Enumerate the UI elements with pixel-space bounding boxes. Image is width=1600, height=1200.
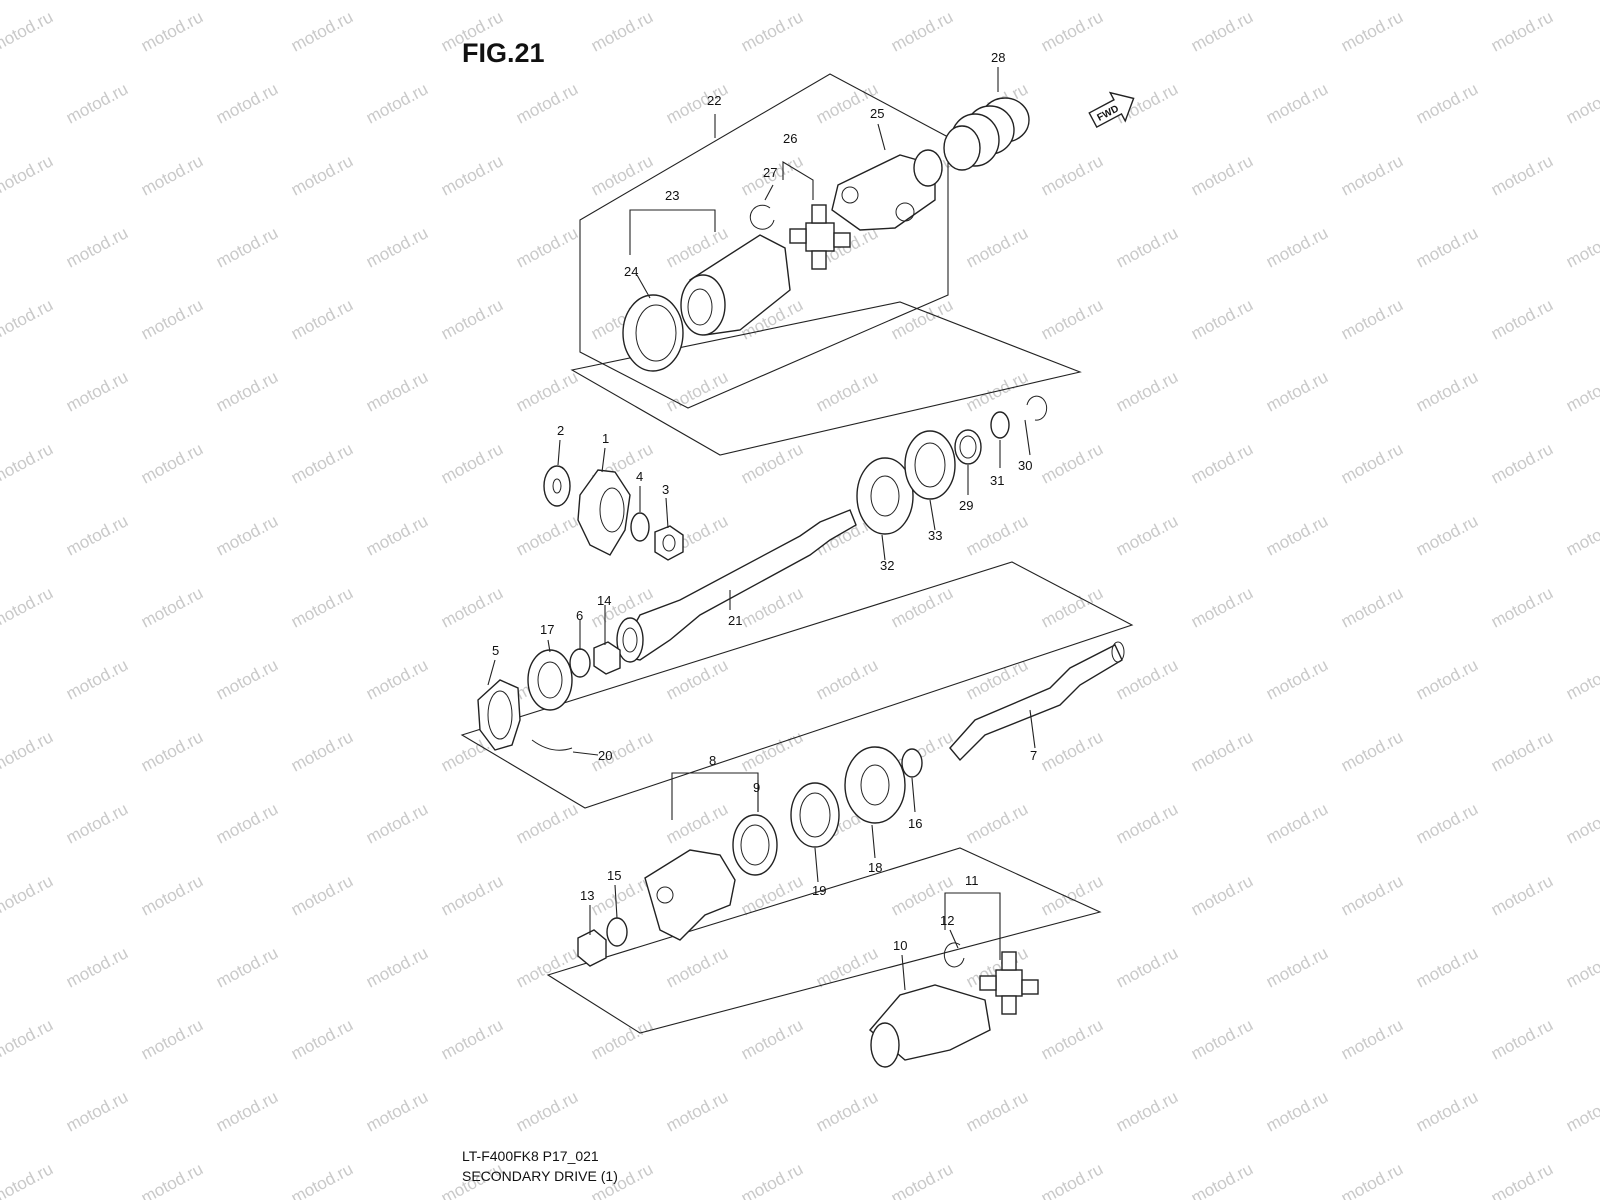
part-8-yoke bbox=[644, 849, 736, 941]
part-26-cross-spider bbox=[789, 204, 851, 270]
part-7-secondary-shaft bbox=[949, 641, 1125, 762]
part-19-seal bbox=[790, 782, 840, 848]
diagram-code: LT-F400FK8 P17_021 bbox=[462, 1148, 599, 1164]
label-part-32: 32 bbox=[880, 558, 894, 573]
label-part-26: 26 bbox=[783, 131, 797, 146]
part-15-washer bbox=[606, 917, 628, 947]
part-6-washer bbox=[569, 648, 591, 678]
part-24-oil-seal bbox=[622, 294, 684, 372]
group-frame-propeller-shaft bbox=[570, 301, 1082, 456]
label-part-18: 18 bbox=[868, 860, 882, 875]
part-12-circlip bbox=[943, 942, 965, 968]
label-part-4: 4 bbox=[636, 469, 643, 484]
part-32-bearing bbox=[856, 457, 914, 535]
label-part-17: 17 bbox=[540, 622, 554, 637]
label-part-11: 11 bbox=[965, 873, 979, 888]
figure-title: FIG.21 bbox=[462, 38, 545, 68]
label-part-9: 9 bbox=[753, 780, 760, 795]
label-part-10: 10 bbox=[893, 938, 907, 953]
part-28-boot bbox=[943, 97, 1030, 171]
label-part-22: 22 bbox=[707, 93, 721, 108]
label-part-1: 1 bbox=[602, 431, 609, 446]
label-part-31: 31 bbox=[990, 473, 1004, 488]
fwd-arrow-icon: FWD bbox=[1088, 91, 1135, 129]
part-5-bevel-gear bbox=[477, 679, 521, 751]
label-part-2: 2 bbox=[557, 423, 564, 438]
label-part-8: 8 bbox=[709, 753, 716, 768]
diagram-name: SECONDARY DRIVE (1) bbox=[462, 1168, 618, 1184]
label-part-20: 20 bbox=[598, 748, 612, 763]
group-frame-universal-joint-upper bbox=[579, 73, 949, 409]
label-part-28: 28 bbox=[991, 50, 1005, 65]
part-20-circlip bbox=[531, 739, 573, 751]
part-29-spacer bbox=[954, 429, 982, 465]
part-9-seal bbox=[732, 814, 778, 876]
label-part-3: 3 bbox=[662, 482, 669, 497]
part-17-bearing bbox=[527, 649, 573, 711]
part-21-propeller-shaft bbox=[616, 509, 857, 663]
label-part-15: 15 bbox=[607, 868, 621, 883]
part-16-circlip bbox=[901, 748, 923, 778]
label-part-23: 23 bbox=[665, 188, 679, 203]
part-13-nut bbox=[577, 929, 607, 967]
part-33-oil-seal bbox=[904, 430, 956, 500]
part-30-circlip bbox=[1026, 395, 1048, 421]
label-part-27: 27 bbox=[763, 165, 777, 180]
part-27-circlip bbox=[749, 204, 775, 230]
label-part-30: 30 bbox=[1018, 458, 1032, 473]
leader-lines bbox=[487, 67, 1036, 991]
part-10-yoke bbox=[869, 984, 991, 1068]
part-11-cross-spider bbox=[979, 951, 1039, 1015]
part-4-washer bbox=[630, 512, 650, 542]
group-frame-secondary-shaft bbox=[460, 561, 1134, 809]
part-number-labels: 22 28 25 26 27 23 24 2 1 4 3 32 33 29 31… bbox=[492, 50, 1037, 953]
label-part-29: 29 bbox=[959, 498, 973, 513]
label-part-6: 6 bbox=[576, 608, 583, 623]
part-1-bevel-gear bbox=[577, 469, 631, 556]
part-2-washer bbox=[543, 465, 571, 507]
label-part-7: 7 bbox=[1030, 748, 1037, 763]
part-23-yoke bbox=[680, 234, 791, 336]
part-25-yoke bbox=[831, 149, 943, 231]
label-part-19: 19 bbox=[812, 883, 826, 898]
part-14-nut bbox=[593, 641, 621, 675]
label-part-12: 12 bbox=[940, 913, 954, 928]
label-part-25: 25 bbox=[870, 106, 884, 121]
label-part-33: 33 bbox=[928, 528, 942, 543]
label-part-21: 21 bbox=[728, 613, 742, 628]
part-18-bearing bbox=[844, 746, 906, 824]
label-part-14: 14 bbox=[597, 593, 611, 608]
part-31-washer bbox=[990, 411, 1010, 439]
label-part-13: 13 bbox=[580, 888, 594, 903]
label-part-16: 16 bbox=[908, 816, 922, 831]
label-part-24: 24 bbox=[624, 264, 638, 279]
label-part-5: 5 bbox=[492, 643, 499, 658]
group-frame-universal-joint-lower bbox=[546, 847, 1102, 1034]
part-3-nut bbox=[654, 525, 684, 561]
